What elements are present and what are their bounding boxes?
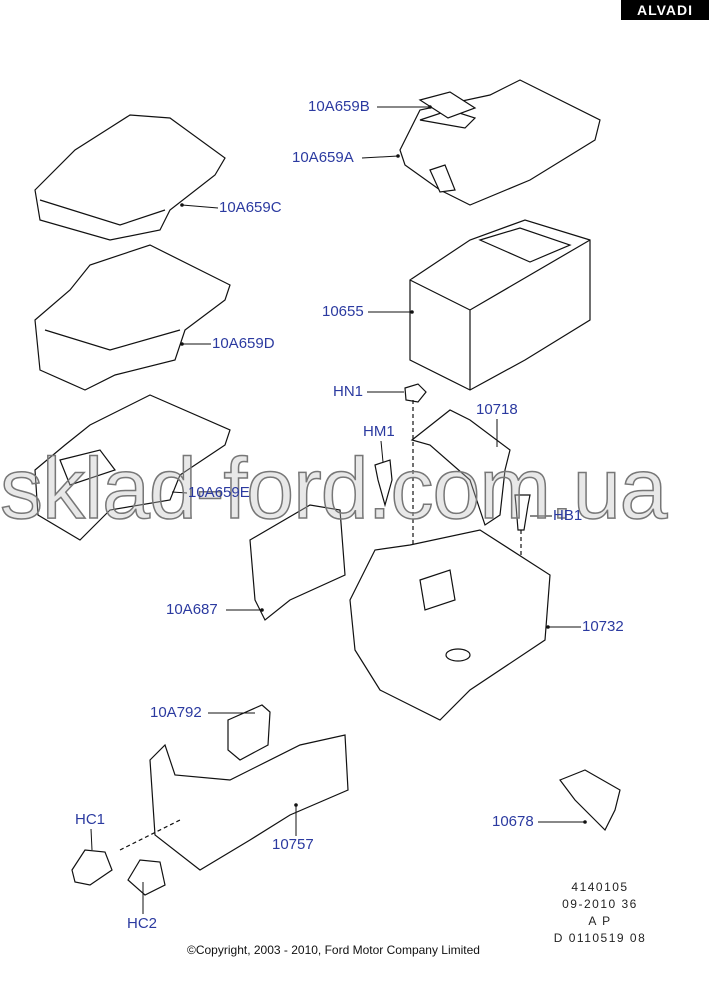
callout-HB1[interactable]: HB1: [553, 507, 583, 524]
part-10757-bracket: [119, 734, 349, 871]
part-10678-clip: [559, 769, 621, 832]
illustration-ref: D 0110519 08: [553, 931, 647, 945]
callout-HM1[interactable]: HM1: [363, 423, 395, 440]
callout-10655[interactable]: 10655: [322, 303, 364, 320]
callout-10732[interactable]: 10732: [582, 618, 624, 635]
part-10A659E-cover: [34, 394, 231, 541]
callout-HC2[interactable]: HC2: [127, 915, 158, 932]
part-10A687-shield: [249, 504, 346, 621]
part-HC2-clip: [127, 859, 166, 896]
part-10A659C-cover: [34, 114, 226, 241]
callout-10A659A[interactable]: 10A659A: [292, 149, 354, 166]
part-HM1-clip: [374, 459, 393, 508]
copyright: ©Copyright, 2003 - 2010, Ford Motor Comp…: [187, 943, 480, 957]
watermark: sklad-ford.com.ua: [0, 440, 668, 538]
illustration-number: 4140105: [571, 880, 629, 894]
callout-10757[interactable]: 10757: [272, 836, 314, 853]
callout-10718[interactable]: 10718: [476, 401, 518, 418]
callout-10A792[interactable]: 10A792: [150, 704, 202, 721]
part-10A659D-cover: [34, 244, 231, 391]
callout-10A659E[interactable]: 10A659E: [188, 484, 250, 501]
part-10655-battery: [409, 219, 591, 391]
part-HC1-clip: [71, 849, 113, 886]
callout-10678[interactable]: 10678: [492, 813, 534, 830]
illustration-region: A P: [588, 914, 612, 928]
callout-HN1[interactable]: HN1: [333, 383, 364, 400]
callout-10A687[interactable]: 10A687: [166, 601, 218, 618]
leader-dots: [180, 105, 587, 824]
part-HN1-nut: [404, 383, 427, 580]
callout-HC1[interactable]: HC1: [75, 811, 106, 828]
callout-10A659B[interactable]: 10A659B: [308, 98, 370, 115]
callout-10A659C[interactable]: 10A659C: [219, 199, 282, 216]
part-10732-battery-tray: [349, 529, 551, 721]
part-10A659B-lid: [418, 91, 477, 119]
illustration-date: 09-2010 36: [562, 897, 638, 911]
part-10A792-pad: [227, 704, 271, 761]
leader-lines: [90, 106, 585, 914]
brand-badge: ALVADI: [621, 0, 709, 20]
part-10718-hold-down: [410, 409, 511, 526]
callout-10A659D[interactable]: 10A659D: [212, 335, 275, 352]
